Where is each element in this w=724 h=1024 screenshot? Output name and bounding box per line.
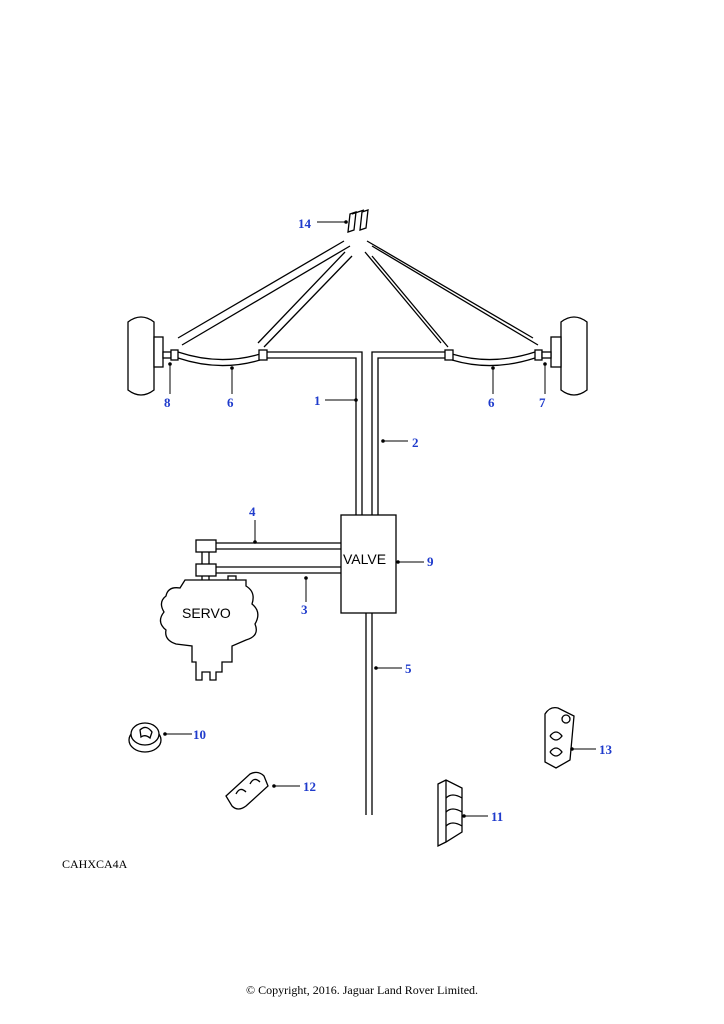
right-wheel	[550, 316, 588, 396]
callout-3: 3	[301, 602, 308, 617]
callout-9: 9	[427, 554, 434, 569]
callout-2: 2	[412, 435, 419, 450]
rigid-pipes-front	[267, 351, 445, 515]
part-12-clip	[225, 771, 269, 810]
servo-label: SERVO	[182, 605, 231, 621]
callout-14: 14	[298, 216, 312, 231]
master-cylinder	[195, 539, 237, 583]
callout-6-left: 6	[227, 395, 234, 410]
callout-leaders	[163, 220, 596, 818]
copyright-notice: © Copyright, 2016. Jaguar Land Rover Lim…	[245, 983, 479, 997]
callout-7: 7	[539, 395, 546, 410]
left-wheel	[127, 316, 164, 396]
part-11-clip	[437, 779, 463, 848]
callout-13: 13	[599, 742, 613, 757]
servo-to-valve-pipes	[216, 542, 341, 574]
servo-body	[159, 579, 259, 681]
callout-6-right: 6	[488, 395, 495, 410]
pipe-connectors	[162, 349, 552, 361]
callout-1: 1	[314, 393, 321, 408]
callout-8: 8	[164, 395, 171, 410]
callout-numbers: 14 8 6 1 2 6 7 4 9 3 5 10 12 11 13	[164, 216, 613, 824]
diagram-reference-code: CAHXCA4A	[62, 857, 128, 871]
callout-5: 5	[405, 661, 412, 676]
callout-11: 11	[491, 809, 503, 824]
clip-mounting-lines	[177, 240, 539, 348]
part-13-clip	[544, 706, 575, 769]
valve-body	[340, 514, 397, 614]
part-10-grommet	[128, 722, 162, 753]
rigid-pipe-rear	[365, 613, 373, 815]
callout-4: 4	[249, 504, 256, 519]
valve-label: VALVE	[343, 551, 386, 567]
flexible-hoses	[177, 351, 536, 367]
part-14-clip	[347, 209, 369, 233]
callout-10: 10	[193, 727, 206, 742]
callout-12: 12	[303, 779, 316, 794]
